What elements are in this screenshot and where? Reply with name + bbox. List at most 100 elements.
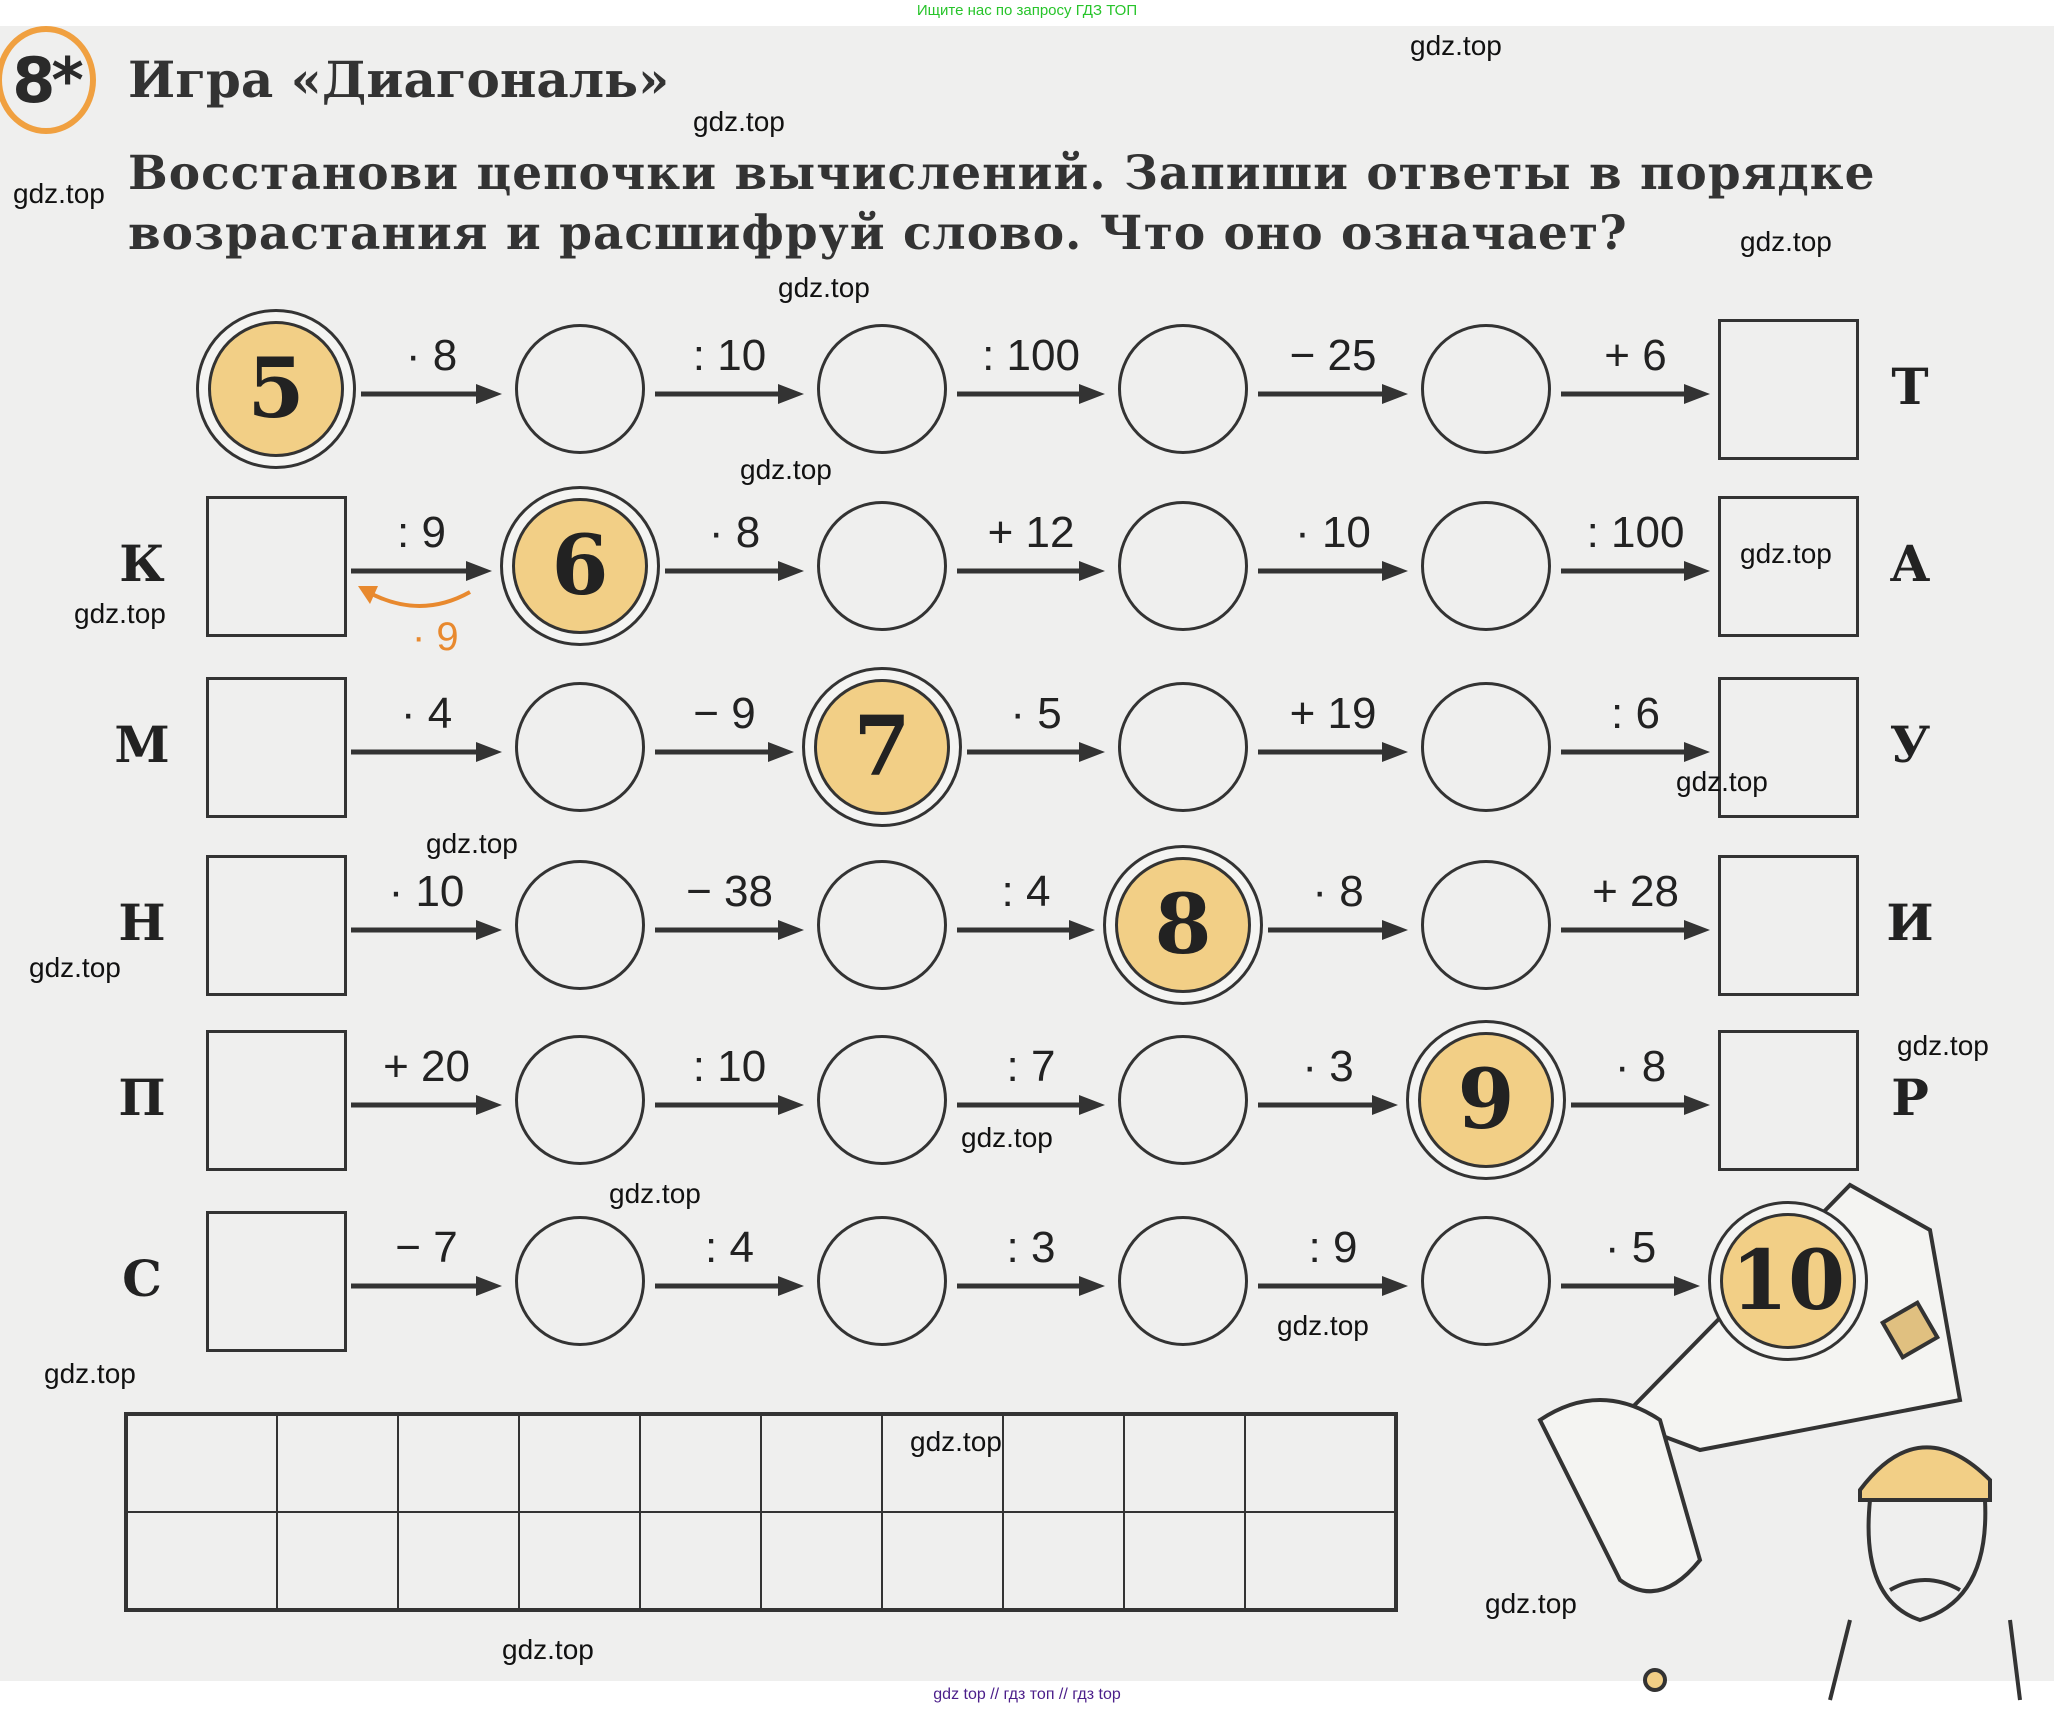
intermediate-circle[interactable] <box>1421 682 1551 812</box>
operation-label: : 3 <box>1006 1223 1056 1272</box>
arrow-head <box>778 561 804 581</box>
arrow-head <box>476 384 502 404</box>
intermediate-circle[interactable] <box>817 1216 947 1346</box>
intermediate-circle[interactable] <box>1421 501 1551 631</box>
row-letter-right: И <box>1886 893 1934 952</box>
answer-box[interactable] <box>1718 319 1859 460</box>
answer-box[interactable] <box>206 1211 347 1352</box>
arrow-head <box>1372 1095 1398 1115</box>
answer-cell[interactable] <box>1001 1511 1125 1611</box>
arrow-head <box>1382 920 1408 940</box>
arrow-head <box>1079 1276 1105 1296</box>
intermediate-circle[interactable] <box>817 1035 947 1165</box>
intermediate-circle[interactable] <box>515 682 645 812</box>
answer-box[interactable] <box>1718 1030 1859 1171</box>
answer-cell[interactable] <box>1243 1413 1398 1513</box>
arrow-head <box>1382 742 1408 762</box>
intermediate-circle[interactable] <box>515 1035 645 1165</box>
answer-cell[interactable] <box>518 1413 641 1513</box>
start-number-circle: 10 <box>1708 1201 1868 1361</box>
start-number: 7 <box>814 679 950 815</box>
operation-label: : 9 <box>1308 1223 1358 1272</box>
operation-label: · 10 <box>388 867 465 916</box>
watermark: gdz.top <box>426 828 518 859</box>
arrow-head <box>1674 1276 1700 1296</box>
operation-label: : 10 <box>692 331 767 380</box>
watermark: gdz.top <box>961 1122 1053 1153</box>
intermediate-circle[interactable] <box>1421 860 1551 990</box>
operation-label: + 20 <box>383 1042 470 1091</box>
intermediate-circle[interactable] <box>817 860 947 990</box>
answer-row <box>124 1413 1398 1513</box>
intermediate-circle[interactable] <box>515 1216 645 1346</box>
answer-row <box>124 1511 1398 1611</box>
operation-label: − 9 <box>693 689 756 738</box>
watermark: gdz.top <box>778 272 870 303</box>
answer-cell[interactable] <box>1122 1511 1246 1611</box>
answer-cell[interactable] <box>1122 1413 1246 1513</box>
arrow-head <box>778 1095 804 1115</box>
operation-label: · 8 <box>708 508 761 557</box>
arrow-head <box>778 384 804 404</box>
answer-cell[interactable] <box>276 1511 400 1611</box>
operation-label: + 6 <box>1604 331 1667 380</box>
intermediate-circle[interactable] <box>1118 682 1248 812</box>
answer-cell[interactable] <box>1001 1413 1125 1513</box>
answer-cell[interactable] <box>124 1413 279 1513</box>
answer-cell[interactable] <box>759 1511 883 1611</box>
operation-label: · 5 <box>1604 1223 1657 1272</box>
footer-note: gdz top // гдз топ // гдз top <box>933 1686 1121 1703</box>
intermediate-circle[interactable] <box>1118 1035 1248 1165</box>
intermediate-circle[interactable] <box>1118 1216 1248 1346</box>
watermark: gdz.top <box>1277 1310 1369 1341</box>
intermediate-circle[interactable] <box>515 324 645 454</box>
answer-cell[interactable] <box>124 1511 279 1611</box>
operation-label: · 8 <box>405 331 458 380</box>
answer-box[interactable] <box>1718 855 1859 996</box>
operation-label: : 100 <box>982 331 1080 380</box>
watermark: gdz.top <box>44 1358 136 1389</box>
arrow-head <box>1382 1276 1408 1296</box>
answer-box[interactable] <box>1718 496 1859 637</box>
watermark: gdz.top <box>1740 226 1832 257</box>
row-letter-left: П <box>118 1068 166 1127</box>
answer-cell[interactable] <box>397 1511 521 1611</box>
operation-label: + 28 <box>1592 867 1679 916</box>
answer-cell[interactable] <box>397 1413 521 1513</box>
intermediate-circle[interactable] <box>817 501 947 631</box>
row-letter-right: У <box>1889 715 1931 774</box>
answer-box[interactable] <box>206 1030 347 1171</box>
arrow-head <box>1684 384 1710 404</box>
intermediate-circle[interactable] <box>1118 324 1248 454</box>
watermark: gdz.top <box>1897 1030 1989 1061</box>
start-number-circle: 7 <box>802 667 962 827</box>
start-number-circle: 5 <box>196 309 356 469</box>
watermark: gdz.top <box>1410 30 1502 61</box>
hint-label: · 9 <box>412 615 459 659</box>
answer-cell[interactable] <box>759 1413 883 1513</box>
answer-cell[interactable] <box>276 1413 400 1513</box>
answer-cell[interactable] <box>639 1413 762 1513</box>
answer-box[interactable] <box>206 855 347 996</box>
arrow-head <box>1079 1095 1105 1115</box>
row-letter-right: Р <box>1891 1068 1929 1127</box>
answer-cell[interactable] <box>1243 1511 1398 1611</box>
intermediate-circle[interactable] <box>1118 501 1248 631</box>
operation-label: · 8 <box>1614 1042 1667 1091</box>
watermark: gdz.top <box>693 106 785 137</box>
arrow-head <box>1684 742 1710 762</box>
start-number: 6 <box>512 498 648 634</box>
answer-box[interactable] <box>1718 677 1859 818</box>
intermediate-circle[interactable] <box>817 324 947 454</box>
answer-cell[interactable] <box>639 1511 762 1611</box>
arrow-head <box>1069 920 1095 940</box>
answer-cell[interactable] <box>518 1511 641 1611</box>
operation-label: − 38 <box>686 867 773 916</box>
intermediate-circle[interactable] <box>515 860 645 990</box>
intermediate-circle[interactable] <box>1421 1216 1551 1346</box>
answer-box[interactable] <box>206 496 347 637</box>
answer-cell[interactable] <box>880 1511 1004 1611</box>
intermediate-circle[interactable] <box>1421 324 1551 454</box>
answer-box[interactable] <box>206 677 347 818</box>
answer-cell[interactable] <box>880 1413 1004 1513</box>
